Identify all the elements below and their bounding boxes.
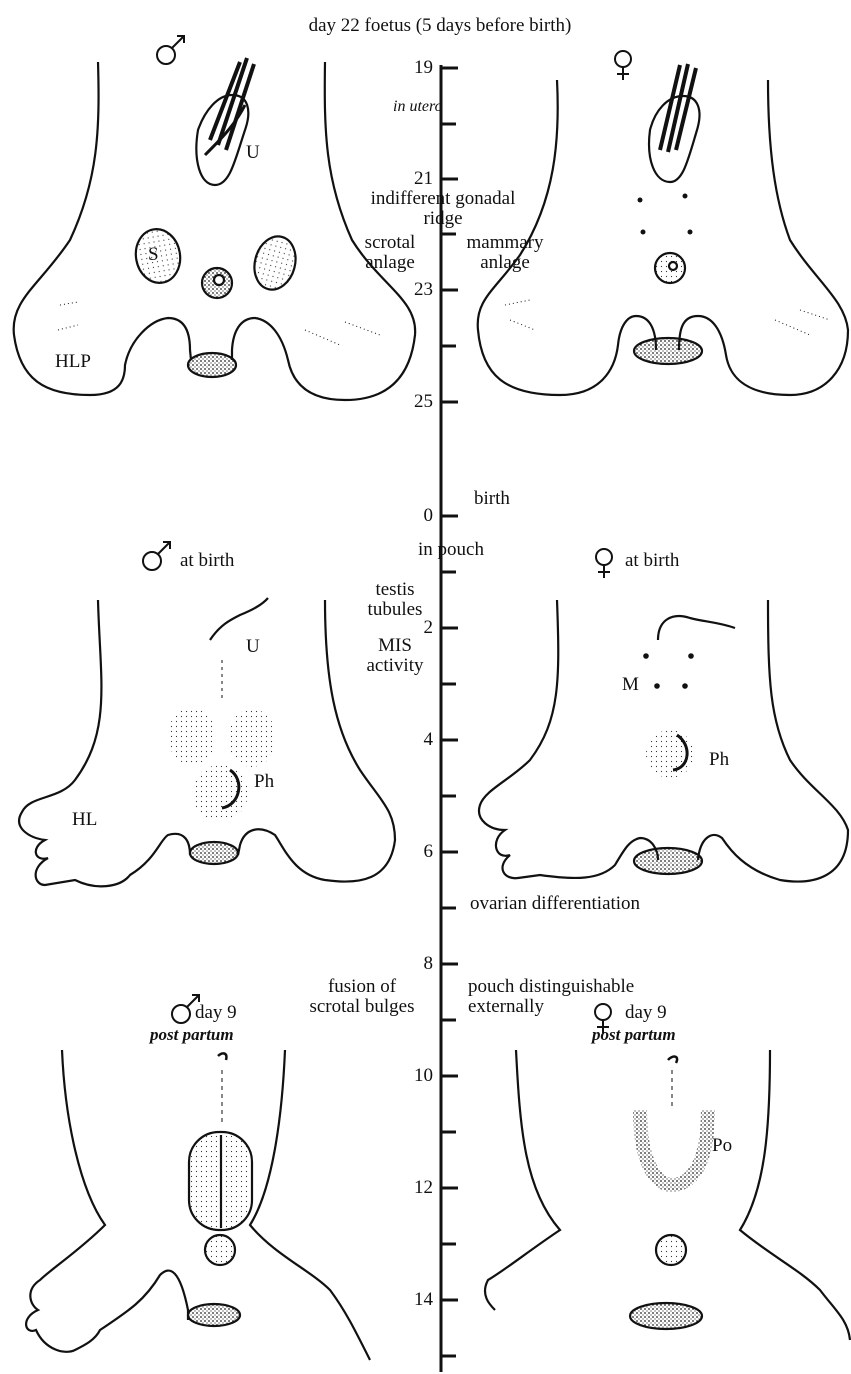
male-foetus-figure (14, 58, 416, 400)
tick-label: 14 (393, 1290, 433, 1310)
female-day9-figure (485, 1050, 850, 1340)
event-testis-tubules: testis tubules (352, 580, 438, 620)
male-urogenital-sinus (210, 598, 268, 640)
tick-label: 25 (393, 392, 433, 412)
female-cloaca (634, 848, 702, 874)
female-phallus (656, 1235, 686, 1265)
tick-label: 0 (393, 506, 433, 526)
male-phallus (192, 765, 248, 821)
tick-label: 21 (393, 169, 433, 189)
male-cloaca (188, 1304, 240, 1326)
label-pouch: Po (712, 1136, 732, 1156)
male-day9-caption: day 9 (195, 1003, 237, 1023)
female-urogenital-sinus (649, 64, 699, 182)
male-symbol-icon (157, 36, 184, 64)
male-symbol-icon (143, 542, 170, 570)
label-phallus: Ph (254, 772, 274, 792)
label-phallus: Ph (709, 750, 729, 770)
tick-label: 19 (393, 58, 433, 78)
male-at-birth-caption: at birth (180, 551, 234, 571)
tick-label: 23 (393, 280, 433, 300)
female-cloaca (634, 338, 702, 364)
female-at-birth-caption: at birth (625, 551, 679, 571)
event-ovarian-differentiation: ovarian differentiation (470, 894, 640, 914)
female-symbol-icon (615, 51, 631, 80)
female-mammary-anlage (643, 653, 694, 689)
male-scrotal-bulge-right (228, 709, 276, 767)
tick-label: 4 (393, 730, 433, 750)
event-fusion-scrotal-bulges: fusion of scrotal bulges (288, 977, 436, 1017)
male-cloaca (188, 353, 236, 377)
event-scrotal-anlage: scrotal anlage (350, 233, 430, 273)
male-urogenital-sinus (196, 58, 254, 185)
female-at-birth-figure (479, 600, 848, 882)
label-mammary: M (622, 675, 639, 695)
label-hind-limb: HL (72, 810, 97, 830)
label-urogenital-sinus: U (246, 637, 260, 657)
tick-label: 8 (393, 954, 433, 974)
in-pouch-label: in pouch (418, 540, 484, 560)
birth-label: birth (474, 489, 510, 509)
tick-label: 6 (393, 842, 433, 862)
male-day9-figure (26, 1050, 370, 1360)
female-day9-caption: day 9 (625, 1003, 667, 1023)
female-cloaca (630, 1303, 702, 1329)
label-scrotal: S (148, 245, 159, 265)
in-utero-label: in utero (393, 97, 443, 117)
event-mammary-anlage: mammary anlage (455, 233, 555, 273)
male-post-partum-caption: post partum (150, 1025, 234, 1045)
tick-label: 12 (393, 1178, 433, 1198)
figure-title: day 22 foetus (5 days before birth) (260, 16, 620, 36)
event-indifferent-gonadal-ridge: indifferent gonadal ridge (348, 189, 538, 229)
label-urogenital-sinus: U (246, 143, 260, 163)
event-mis-activity: MIS activity (352, 636, 438, 676)
female-pouch (640, 1110, 708, 1185)
event-pouch-distinguishable: pouch distinguishable externally (468, 977, 634, 1017)
female-symbol-icon (596, 549, 612, 578)
female-mammary-anlage (638, 194, 693, 235)
male-scrotal-bulge-left (168, 707, 216, 765)
male-phallus (205, 1235, 235, 1265)
tick-label: 10 (393, 1066, 433, 1086)
male-at-birth-figure (19, 598, 395, 886)
female-urogenital-sinus (658, 616, 735, 640)
male-cloaca (190, 842, 238, 864)
female-post-partum-caption: post partum (592, 1025, 676, 1045)
label-hind-limb-plate: HLP (55, 352, 91, 372)
female-foetus-figure (478, 64, 848, 395)
male-scrotal-anlage-right (249, 232, 302, 295)
